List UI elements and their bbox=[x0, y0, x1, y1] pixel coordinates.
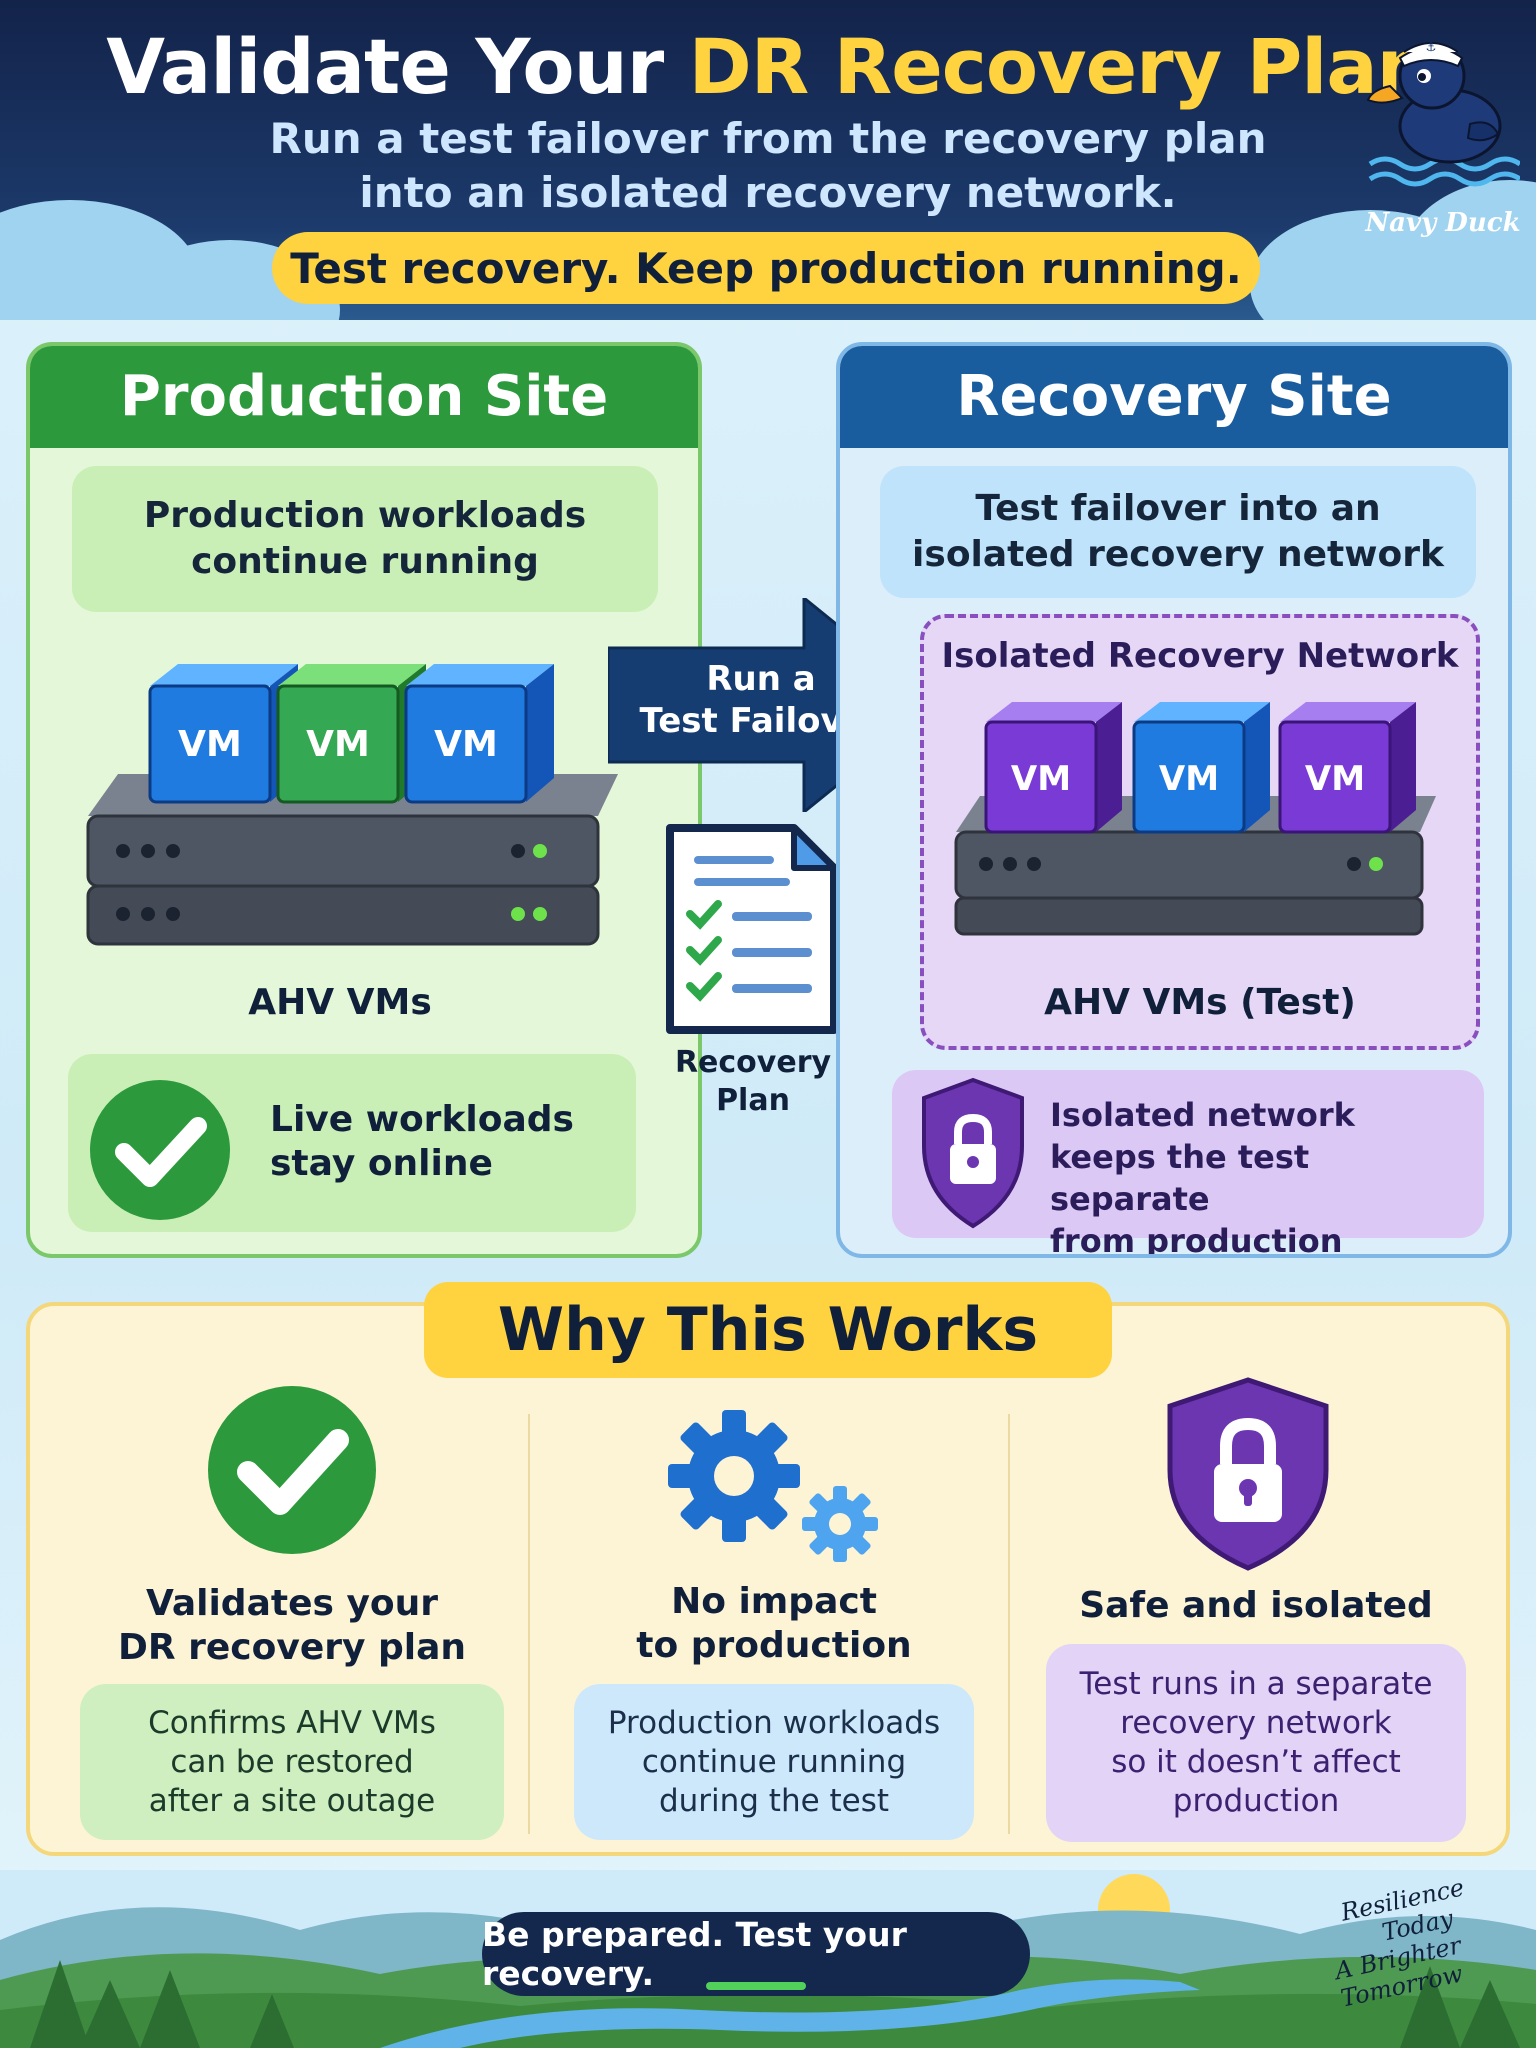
isolated-note-text: Isolated network keeps the test separate… bbox=[1050, 1096, 1355, 1258]
recovery-vms-label: AHV VMs (Test) bbox=[1044, 982, 1356, 1023]
vm-cube-icon: VM bbox=[276, 664, 426, 804]
check-circle-icon bbox=[90, 1080, 230, 1220]
document-checklist-icon bbox=[666, 824, 838, 1034]
page-title-highlight: DR Recovery Plan bbox=[688, 22, 1431, 111]
production-site-header: Production Site bbox=[30, 346, 698, 448]
vm-cube-icon: VM bbox=[984, 702, 1122, 834]
col3-title: Safe and isolated bbox=[1079, 1585, 1433, 1626]
production-site-title: Production Site bbox=[119, 364, 609, 429]
footer-accent-bar bbox=[706, 1982, 806, 1990]
column-divider bbox=[1008, 1414, 1010, 1834]
gears-icon bbox=[668, 1410, 878, 1562]
recovery-site-title: Recovery Site bbox=[956, 364, 1392, 429]
col1-title: Validates your DR recovery plan bbox=[117, 1583, 467, 1668]
vm-label: VM bbox=[434, 724, 498, 765]
production-vms-label: AHV VMs bbox=[248, 982, 432, 1023]
vm-cube-icon: VM bbox=[1132, 702, 1270, 834]
vm-label: VM bbox=[306, 724, 370, 765]
shield-lock-icon bbox=[1167, 1377, 1329, 1571]
page-title: Validate Your DR Recovery Plan bbox=[106, 22, 1431, 111]
column-divider bbox=[528, 1414, 530, 1834]
vm-cube-icon: VM bbox=[148, 664, 298, 804]
vm-label: VM bbox=[1159, 759, 1219, 799]
recovery-server-diagram: VM VM VM bbox=[954, 702, 1436, 936]
vm-label: VM bbox=[178, 724, 242, 765]
recovery-plan-label: Recovery Plan bbox=[674, 1045, 832, 1118]
vm-label: VM bbox=[1011, 759, 1071, 799]
mascot-label: Navy Duck bbox=[1365, 208, 1521, 238]
col2-title: No impact to production bbox=[636, 1581, 912, 1666]
production-server-diagram: VM VM VM bbox=[86, 664, 618, 946]
tagline-banner: Test recovery. Keep production running. bbox=[272, 232, 1260, 304]
mascot-duck-icon: ⚓ bbox=[1366, 40, 1520, 187]
svg-text:⚓: ⚓ bbox=[1426, 40, 1437, 54]
why-this-works-title: Why This Works bbox=[424, 1282, 1112, 1378]
isolated-network-title: Isolated Recovery Network bbox=[941, 636, 1459, 676]
vm-cube-icon: VM bbox=[404, 664, 554, 804]
vm-label: VM bbox=[1305, 759, 1365, 799]
check-circle-icon bbox=[208, 1386, 376, 1554]
shield-lock-icon bbox=[922, 1077, 1024, 1229]
vm-cube-icon: VM bbox=[1278, 702, 1416, 834]
live-workloads-text: Live workloads stay online bbox=[270, 1099, 574, 1184]
recovery-site-header: Recovery Site bbox=[840, 346, 1508, 448]
page-subtitle: Run a test failover from the recovery pl… bbox=[269, 114, 1267, 217]
